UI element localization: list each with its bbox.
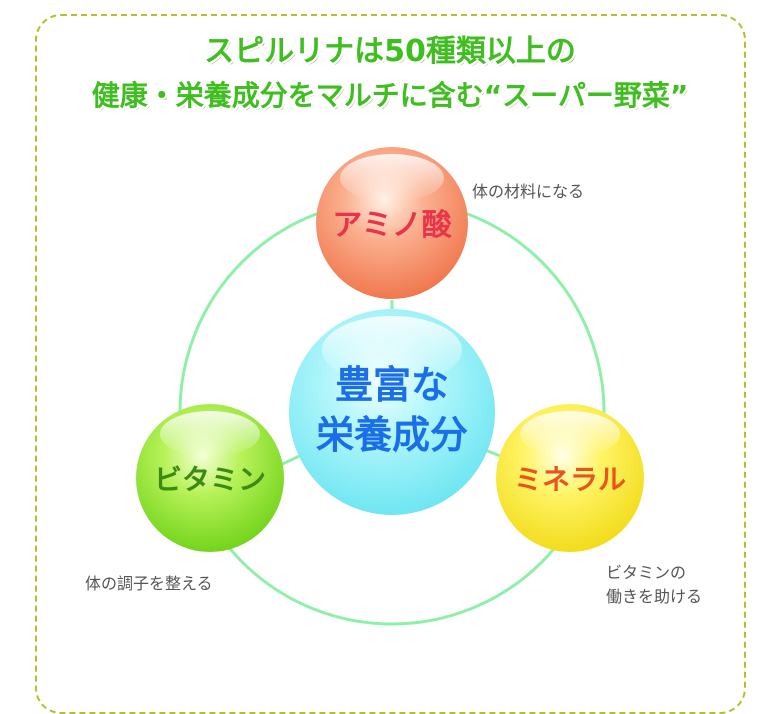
note-mineral-line1: ビタミンの (606, 563, 686, 582)
heading: スピルリナは50種類以上の スピルリナは50種類以上の 健康・栄養成分をマルチに… (89, 32, 691, 115)
node-vitamin-label: ビタミン (154, 463, 266, 496)
node-amino: アミノ酸 (316, 147, 468, 299)
note-mineral-line2: 働きを助ける (606, 587, 702, 606)
center-label-line1: 豊富な (335, 363, 449, 407)
note-amino-line1: 体の材料になる (472, 182, 584, 201)
center-sphere-gloss (322, 316, 462, 384)
node-mineral-label: ミネラル (514, 463, 626, 496)
node-amino-gloss (340, 154, 444, 202)
heading-line2-shadow: 健康・栄養成分をマルチに含む“スーパー野菜” (94, 81, 691, 114)
node-vitamin-gloss (160, 411, 260, 457)
nutrient-diagram: スピルリナは50種類以上の スピルリナは50種類以上の 健康・栄養成分をマルチに… (85, 32, 703, 626)
heading-line1-shadow: スピルリナは50種類以上の (206, 36, 578, 71)
node-amino-label: アミノ酸 (332, 208, 452, 243)
center-label-line2: 栄養成分 (316, 413, 468, 457)
heading-line2: 健康・栄養成分をマルチに含む“スーパー野菜” (92, 79, 689, 112)
node-mineral: ミネラル (496, 404, 644, 552)
heading-line1: スピルリナは50種類以上の (204, 34, 576, 69)
center-sphere: 豊富な 栄養成分 (289, 309, 495, 515)
node-vitamin: ビタミン (136, 404, 284, 552)
node-mineral-gloss (520, 411, 620, 457)
note-vitamin-line1: 体の調子を整える (85, 574, 213, 593)
